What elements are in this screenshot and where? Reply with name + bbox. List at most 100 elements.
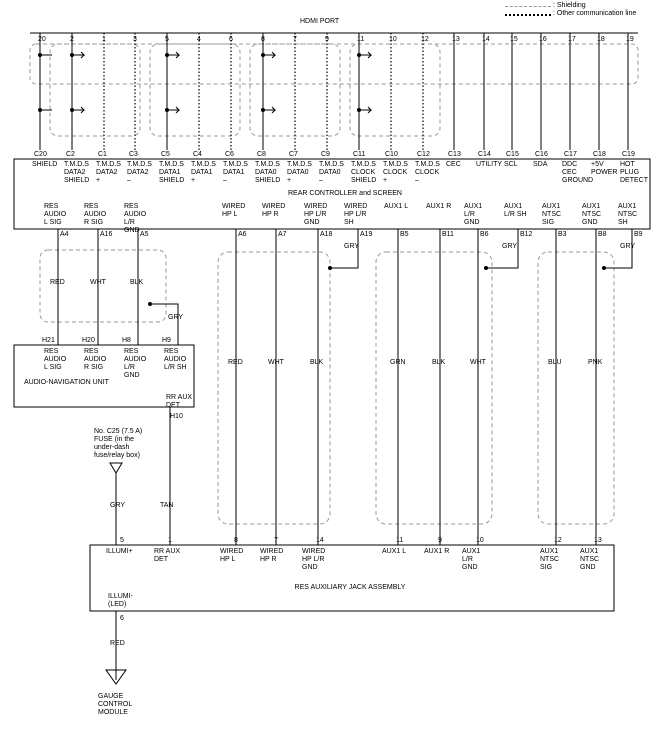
- hdmi-pin-number: 19: [626, 36, 634, 43]
- hdmi-terminal: C8: [257, 151, 266, 158]
- rear-controller-pin-label: L/R SH: [504, 211, 527, 218]
- jack-terminal: 5: [120, 537, 124, 544]
- hdmi-port-title: HDMI PORT: [300, 18, 340, 25]
- jack-pin-label: SIG: [540, 564, 552, 571]
- rear-controller-terminal: B9: [634, 231, 643, 238]
- illumi-minus-terminal: 6: [120, 615, 124, 622]
- hdmi-function-label: DATA2: [96, 169, 118, 176]
- hdmi-pin-number: 6: [229, 36, 233, 43]
- hdmi-function-label: DATA1: [223, 169, 245, 176]
- audio-nav-terminal: H20: [82, 337, 95, 344]
- hdmi-pin-number: 3: [133, 36, 137, 43]
- jack-pin-label: HP R: [260, 556, 277, 563]
- hdmi-function-label: DATA2: [127, 169, 149, 176]
- hdmi-function-label: –: [319, 177, 323, 184]
- hdmi-pin-number: 13: [452, 36, 460, 43]
- hdmi-pin-number: 17: [568, 36, 576, 43]
- hdmi-terminal: C11: [353, 151, 365, 158]
- rear-controller-pin-label: WIRED: [222, 203, 245, 210]
- hdmi-terminal: C6: [225, 151, 234, 158]
- rear-controller-pin-label: SH: [618, 219, 628, 226]
- jack-pin-label: ILLUMI+: [106, 548, 133, 555]
- shielding-legend-line: [505, 6, 551, 7]
- hdmi-function-label: DATA0: [287, 169, 309, 176]
- jack-pin-label: GND: [580, 564, 596, 571]
- hdmi-function-label: –: [415, 177, 419, 184]
- gauge-control-module-label-1: GAUGE: [98, 693, 124, 700]
- jack-pin-label: GND: [302, 564, 318, 571]
- wired-hp-l-color: RED: [228, 359, 243, 366]
- hdmi-function-label: +: [96, 177, 100, 184]
- rear-controller-pin-label: R SIG: [84, 219, 103, 226]
- hdmi-function-label: T.M.D.S: [191, 161, 216, 168]
- hdmi-function-label: DATA1: [159, 169, 181, 176]
- hdmi-function-label: POWER: [591, 169, 617, 176]
- jack-terminal: 8: [234, 537, 238, 544]
- hdmi-function-label: DATA1: [191, 169, 213, 176]
- rear-controller-pin-label: NTSC: [618, 211, 637, 218]
- hdmi-function-label: T.M.D.S: [255, 161, 280, 168]
- hdmi-terminal: C7: [289, 151, 298, 158]
- hdmi-function-label: T.M.D.S: [96, 161, 121, 168]
- shield-drain-arrow: [167, 106, 181, 114]
- hdmi-pin-number: 12: [421, 36, 429, 43]
- rear-controller-box: [13, 158, 651, 230]
- rear-controller-pin-label: AUX1 L: [384, 203, 408, 210]
- jack-terminal: 13: [594, 537, 602, 544]
- hdmi-pair-shield-1: [49, 43, 141, 137]
- ntsc-shield-color: GRY: [620, 243, 635, 250]
- rear-controller-title: REAR CONTROLLER and SCREEN: [288, 190, 402, 197]
- hdmi-pin-number: 11: [357, 36, 364, 43]
- hdmi-function-label: T.M.D.S: [415, 161, 440, 168]
- rr-aux-det-wire-color: TAN: [160, 502, 173, 509]
- fuse-power-symbol: [109, 462, 123, 474]
- rear-controller-terminal: A5: [140, 231, 149, 238]
- jack-terminal: 11: [396, 537, 403, 544]
- hdmi-shield-branch: [40, 54, 52, 111]
- rear-controller-pin-label: HP L/R: [344, 211, 366, 218]
- rear-controller-terminal: A7: [278, 231, 287, 238]
- jack-pin-label: AUX1 R: [424, 548, 449, 555]
- rear-controller-pin-label: L/R: [124, 219, 135, 226]
- res-audio-shield-wire: [150, 303, 179, 345]
- rear-controller-terminal: A4: [60, 231, 69, 238]
- aux1-shield: [375, 251, 493, 525]
- jack-pin-label: NTSC: [580, 556, 599, 563]
- hdmi-pin-number: 16: [539, 36, 547, 43]
- hdmi-pin-number: 18: [597, 36, 605, 43]
- rear-controller-pin-label: RES: [84, 203, 99, 210]
- hdmi-pin-number: 5: [165, 36, 169, 43]
- hdmi-pin-number: 2: [70, 36, 74, 43]
- rear-controller-pin-label: WIRED: [304, 203, 327, 210]
- rear-controller-pin-label: WIRED: [262, 203, 285, 210]
- res-auxiliary-jack-assembly-title: RES AUXILIARY JACK ASSEMBLY: [295, 584, 406, 591]
- aux-l-color: GRN: [390, 359, 406, 366]
- hdmi-function-label: SHIELD: [255, 177, 280, 184]
- jack-pin-label: AUX1: [540, 548, 558, 555]
- wired-hp-gnd-color: BLK: [310, 359, 324, 366]
- hdmi-cable-shield: [29, 43, 639, 85]
- audio-nav-pin-label: RES: [44, 348, 59, 355]
- illumi-plus-wire-color: GRY: [110, 502, 125, 509]
- ntsc-shield: [537, 251, 615, 525]
- hdmi-pin-number: 7: [293, 36, 297, 43]
- aux-r-color: BLK: [432, 359, 446, 366]
- jack-pin-label: HP L/R: [302, 556, 324, 563]
- shield-drain-arrow: [359, 106, 373, 114]
- hdmi-function-label: +: [191, 177, 195, 184]
- hdmi-terminal: C5: [161, 151, 170, 158]
- hdmi-function-label: –: [127, 177, 131, 184]
- audio-nav-rr-aux-label-1: RR AUX: [166, 394, 192, 401]
- aux1-shield-junction: [484, 266, 488, 270]
- audio-nav-pin-label: RES: [84, 348, 99, 355]
- hdmi-function-label: CEC: [446, 161, 461, 168]
- hdmi-function-label: PLUG: [620, 169, 639, 176]
- jack-pin-label: NTSC: [540, 556, 559, 563]
- jack-pin-label: RR AUX: [154, 548, 180, 555]
- hdmi-pin-number: 4: [197, 36, 201, 43]
- hdmi-function-label: DATA2: [64, 169, 86, 176]
- rear-controller-pin-label: GND: [124, 227, 140, 234]
- hdmi-terminal: C4: [193, 151, 202, 158]
- rear-controller-pin-label: NTSC: [582, 211, 601, 218]
- ntsc-sig-color: BLU: [548, 359, 562, 366]
